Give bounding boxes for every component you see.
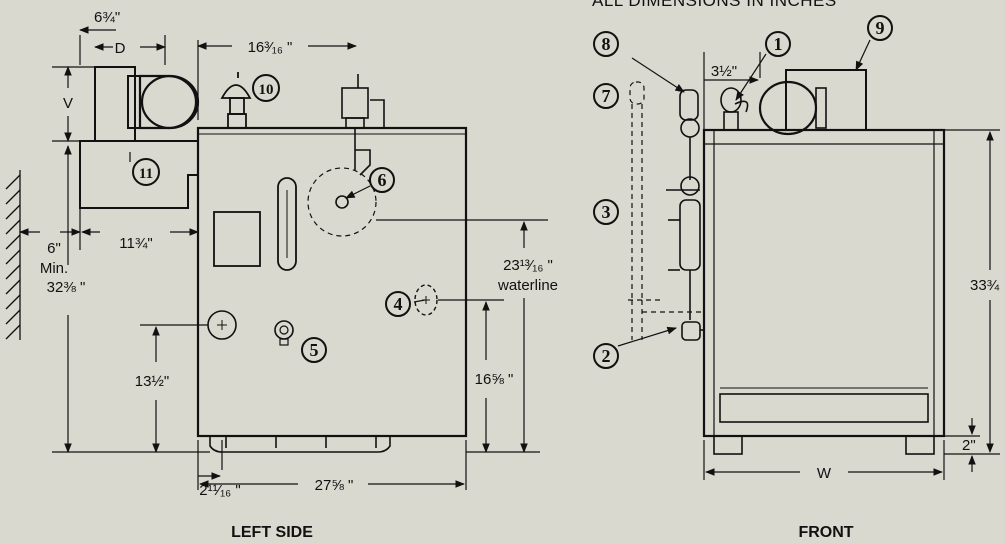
dim-d: D xyxy=(115,40,126,57)
svg-text:4: 4 xyxy=(394,294,403,314)
caption-front: FRONT xyxy=(798,524,853,541)
base-legs xyxy=(209,436,391,453)
dim-clearance: 6" xyxy=(47,240,61,257)
svg-text:3: 3 xyxy=(602,202,611,222)
dim-waterline-sub: waterline xyxy=(497,277,558,294)
relief-valve xyxy=(220,72,252,129)
front-dim-top-offset: 3½" xyxy=(711,63,737,80)
dashed-water-column xyxy=(628,81,704,340)
callout-4: 4 xyxy=(385,291,411,317)
svg-text:7: 7 xyxy=(602,86,611,106)
front-dim-w: W xyxy=(817,465,832,482)
burner-door xyxy=(719,393,929,423)
svg-text:11: 11 xyxy=(139,166,153,182)
sight-glass xyxy=(335,195,349,209)
left-side-view xyxy=(5,26,548,490)
dim-top-width: 16³⁄₁₆ " xyxy=(248,39,293,56)
wall-hatch xyxy=(5,170,21,340)
front-dim-height: 33¾ xyxy=(970,277,1000,294)
water-gauge-glass xyxy=(277,177,297,271)
dim-total-depth: 27⅝ " xyxy=(315,477,354,494)
svg-text:5: 5 xyxy=(310,340,319,360)
dim-bottom-offset: 2¹¹⁄₁₆ " xyxy=(199,482,240,499)
front-leg-right xyxy=(905,435,935,455)
svg-text:2: 2 xyxy=(602,346,611,366)
dim-depth-offset: 11¾" xyxy=(119,235,152,252)
control-box xyxy=(213,211,261,267)
callout-3: 3 xyxy=(593,199,619,225)
top-controls xyxy=(341,74,385,176)
svg-text:9: 9 xyxy=(876,18,885,38)
blower-housing xyxy=(138,74,198,130)
boiler-jacket-side xyxy=(196,126,468,438)
front-leg-left xyxy=(713,435,743,455)
caption-left-side: LEFT SIDE xyxy=(231,524,313,541)
dim-top-offset: 6¾" xyxy=(94,9,120,26)
callout-8: 8 xyxy=(593,31,619,57)
front-dim-base: 2" xyxy=(962,437,976,454)
front-dimension-lines xyxy=(617,39,1000,480)
callout-7: 7 xyxy=(593,83,619,109)
dim-clearance-sub: Min. xyxy=(40,260,68,277)
svg-text:6: 6 xyxy=(378,170,387,190)
front-blower-box xyxy=(785,69,867,131)
front-view xyxy=(617,39,1000,480)
svg-text:1: 1 xyxy=(774,34,783,54)
callout-9: 9 xyxy=(867,15,893,41)
drain-valve xyxy=(274,320,294,340)
boiler-jacket-front xyxy=(702,128,946,438)
burner-outline xyxy=(307,167,377,237)
callout-11: 11 xyxy=(132,158,160,186)
dim-height: 32⅜ " xyxy=(47,279,86,296)
dim-v: V xyxy=(63,95,73,112)
dim-waterline: 23¹³⁄₁₆ " xyxy=(503,257,553,274)
dim-right-outlet: 16⅝ " xyxy=(475,371,514,388)
supply-tapping xyxy=(414,284,438,316)
callout-10: 10 xyxy=(252,74,280,102)
callout-1: 1 xyxy=(765,31,791,57)
callout-5: 5 xyxy=(301,337,327,363)
callouts: 1 2 3 4 5 6 7 8 xyxy=(132,15,893,369)
callout-2: 2 xyxy=(593,343,619,369)
svg-text:10: 10 xyxy=(259,82,274,98)
front-blower-motor xyxy=(758,80,818,136)
blower-front xyxy=(140,74,200,130)
dim-side-outlet: 13½" xyxy=(135,373,170,390)
left-dimension-lines xyxy=(19,26,548,490)
callout-6: 6 xyxy=(369,167,395,193)
front-relief-valve xyxy=(720,87,749,131)
trim-piping xyxy=(666,89,704,341)
units-note: ALL DIMENSIONS IN INCHES xyxy=(592,0,837,10)
svg-text:8: 8 xyxy=(602,34,611,54)
